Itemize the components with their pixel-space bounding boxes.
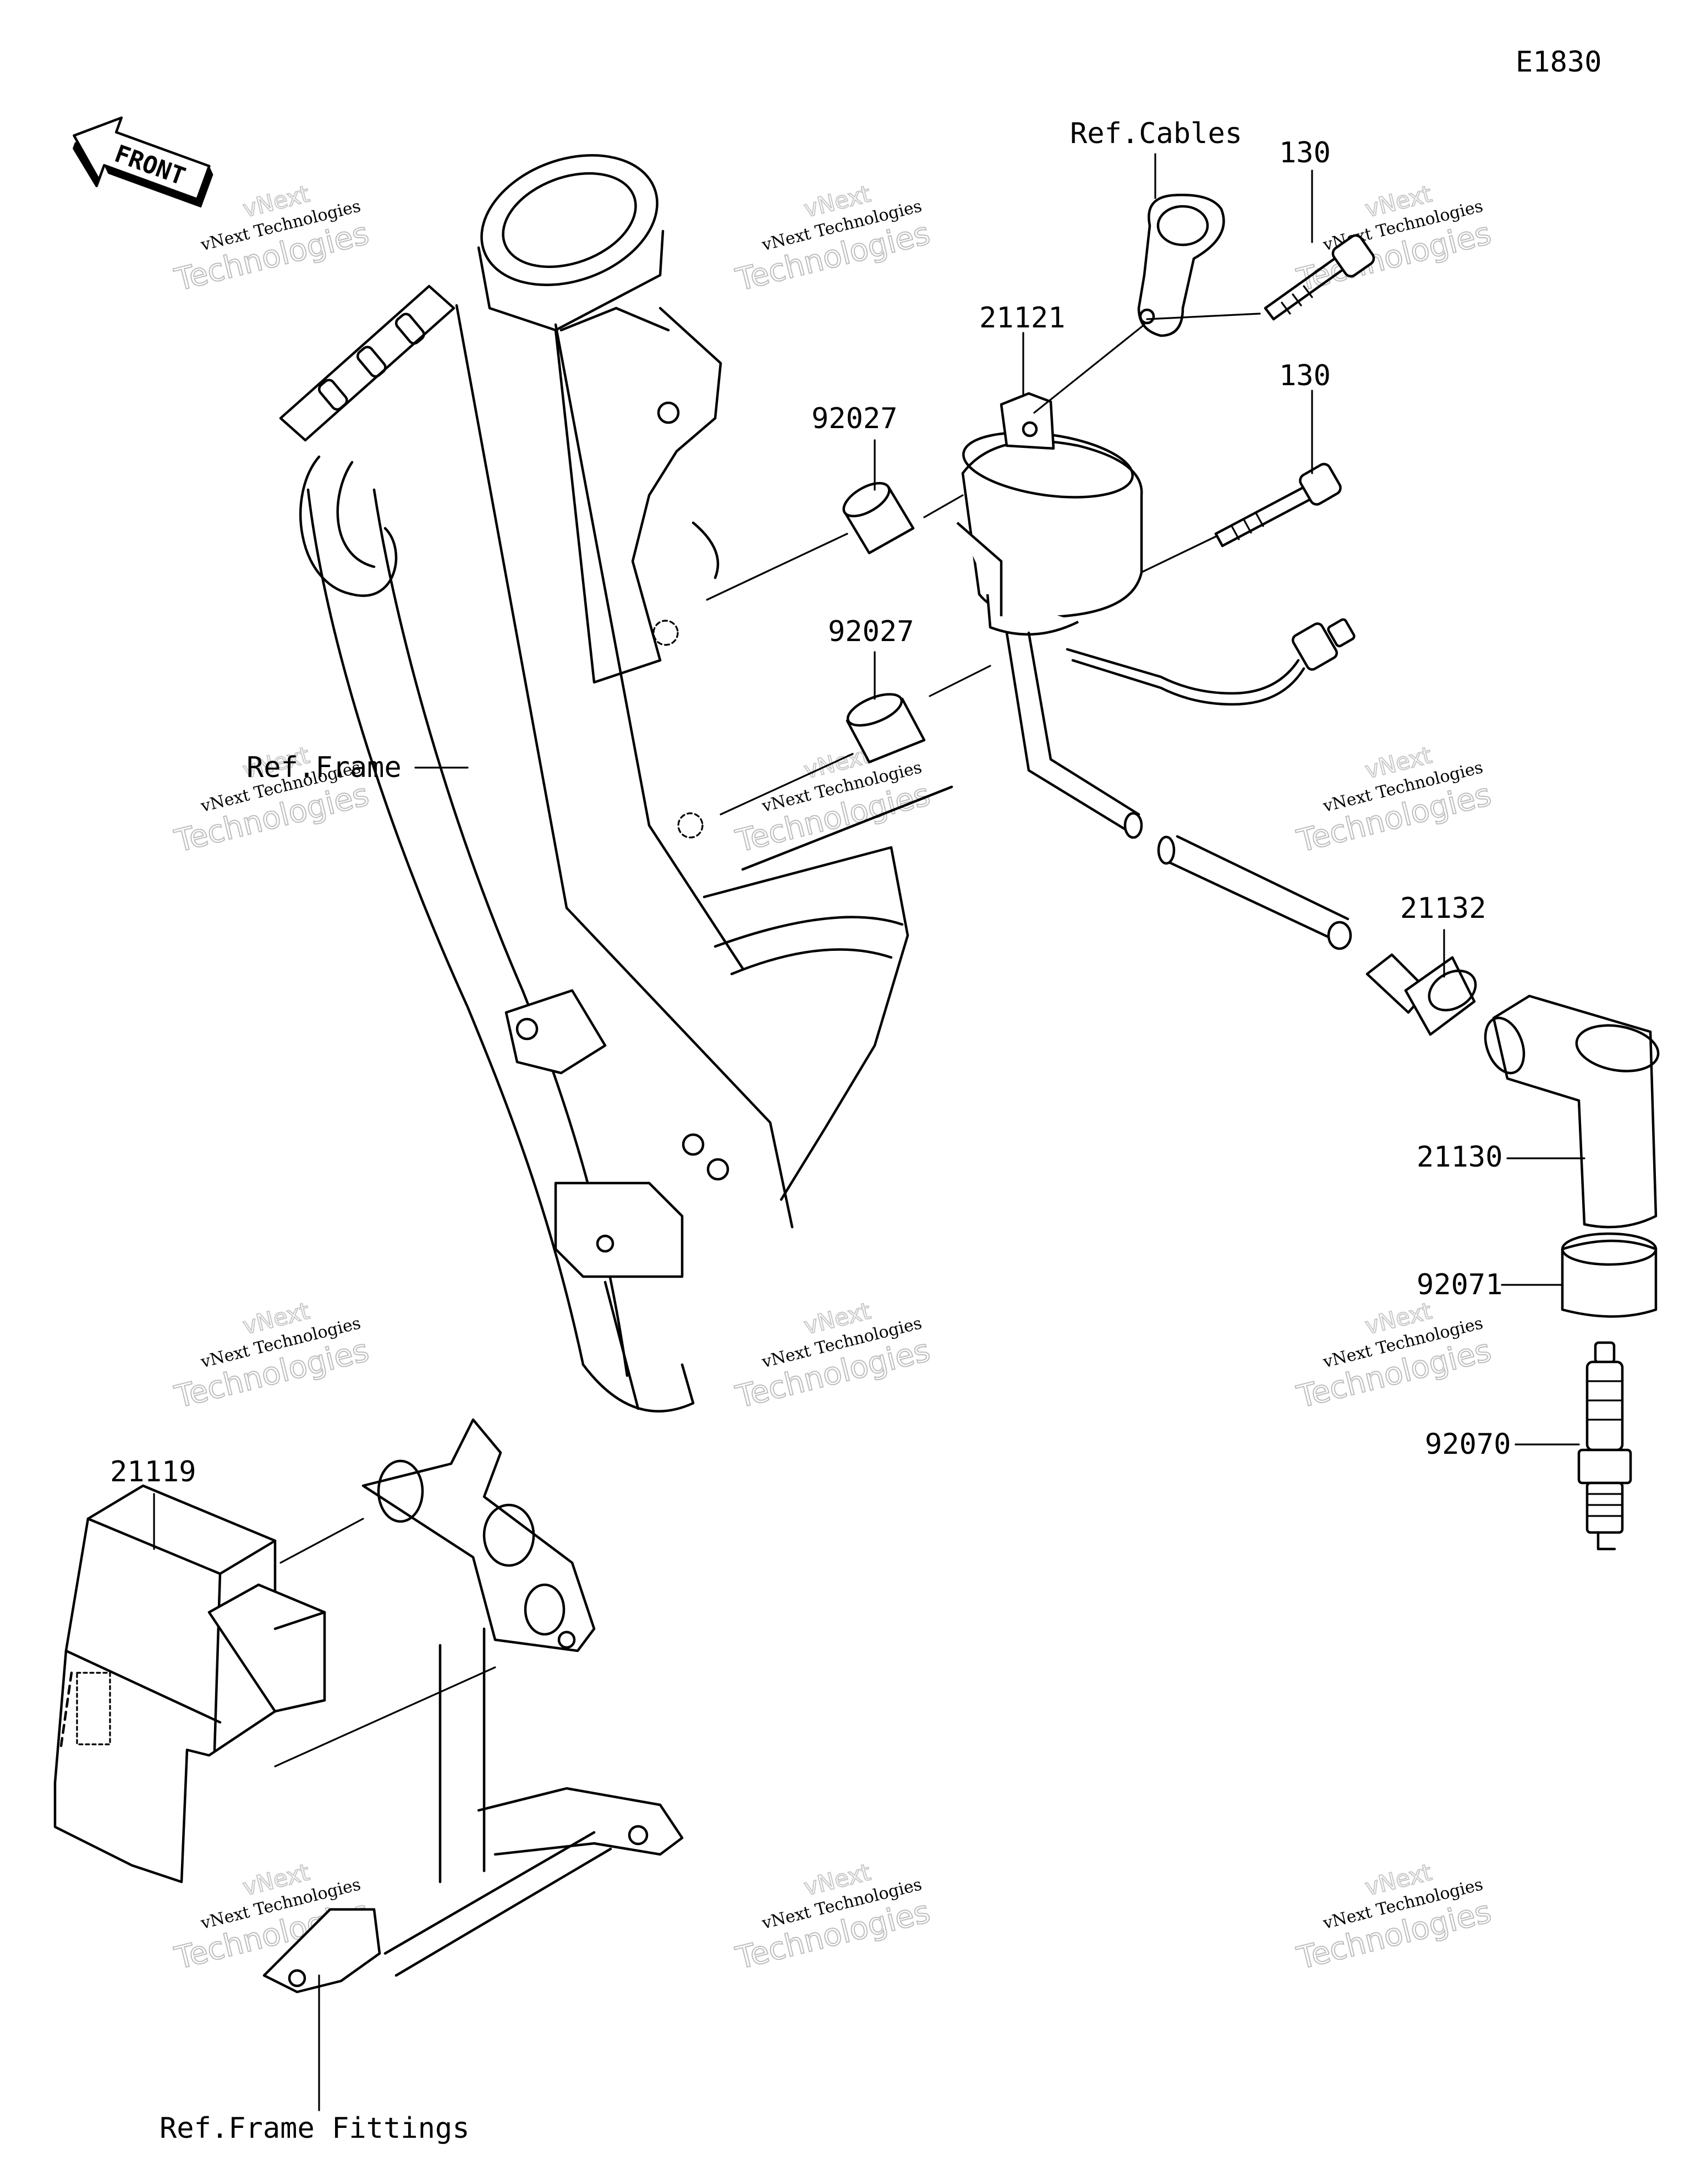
collar-lower-drawing bbox=[846, 693, 926, 764]
collar-upper-drawing bbox=[842, 481, 915, 555]
igniter-drawing bbox=[53, 1484, 326, 1884]
cap-cover-drawing bbox=[1561, 1232, 1658, 1318]
part-number-21121: 21121 bbox=[979, 302, 1066, 335]
part-number-92071: 92071 bbox=[1417, 1268, 1503, 1301]
bolt-lower-drawing bbox=[1214, 463, 1342, 548]
ref-cables-label: Ref.Cables bbox=[1070, 117, 1242, 150]
diagram-code: E1830 bbox=[1516, 46, 1602, 79]
leader-lines bbox=[153, 153, 1585, 2111]
ignition-coil-drawing bbox=[956, 392, 1356, 950]
part-number-92027-lower: 92027 bbox=[828, 615, 914, 648]
part-number-21132: 21132 bbox=[1400, 892, 1486, 925]
spark-plug-drawing bbox=[1577, 1341, 1632, 1551]
bolt-upper-drawing bbox=[1264, 234, 1375, 321]
part-number-130-upper: 130 bbox=[1279, 136, 1331, 169]
plug-cap-drawing bbox=[1484, 994, 1660, 1229]
cable-clamp-drawing bbox=[1137, 194, 1225, 337]
part-number-21130: 21130 bbox=[1417, 1141, 1503, 1174]
part-number-130-lower: 130 bbox=[1279, 359, 1331, 392]
part-number-92027-upper: 92027 bbox=[811, 402, 898, 435]
part-number-92070: 92070 bbox=[1425, 1428, 1511, 1461]
ref-frame-label: Ref.Frame bbox=[246, 751, 402, 784]
ref-frame-fittings-label: Ref.Frame Fittings bbox=[160, 2112, 470, 2145]
plug-cap-seal-drawing bbox=[1365, 953, 1477, 1036]
part-number-21119: 21119 bbox=[110, 1455, 196, 1488]
labels: Ref.Cables 130 130 21121 92027 92027 Ref… bbox=[110, 117, 1511, 2145]
front-arrow-icon: FRONT bbox=[73, 116, 213, 208]
frame-fittings-drawing bbox=[262, 1418, 684, 1994]
frame-drawing bbox=[279, 154, 953, 1413]
